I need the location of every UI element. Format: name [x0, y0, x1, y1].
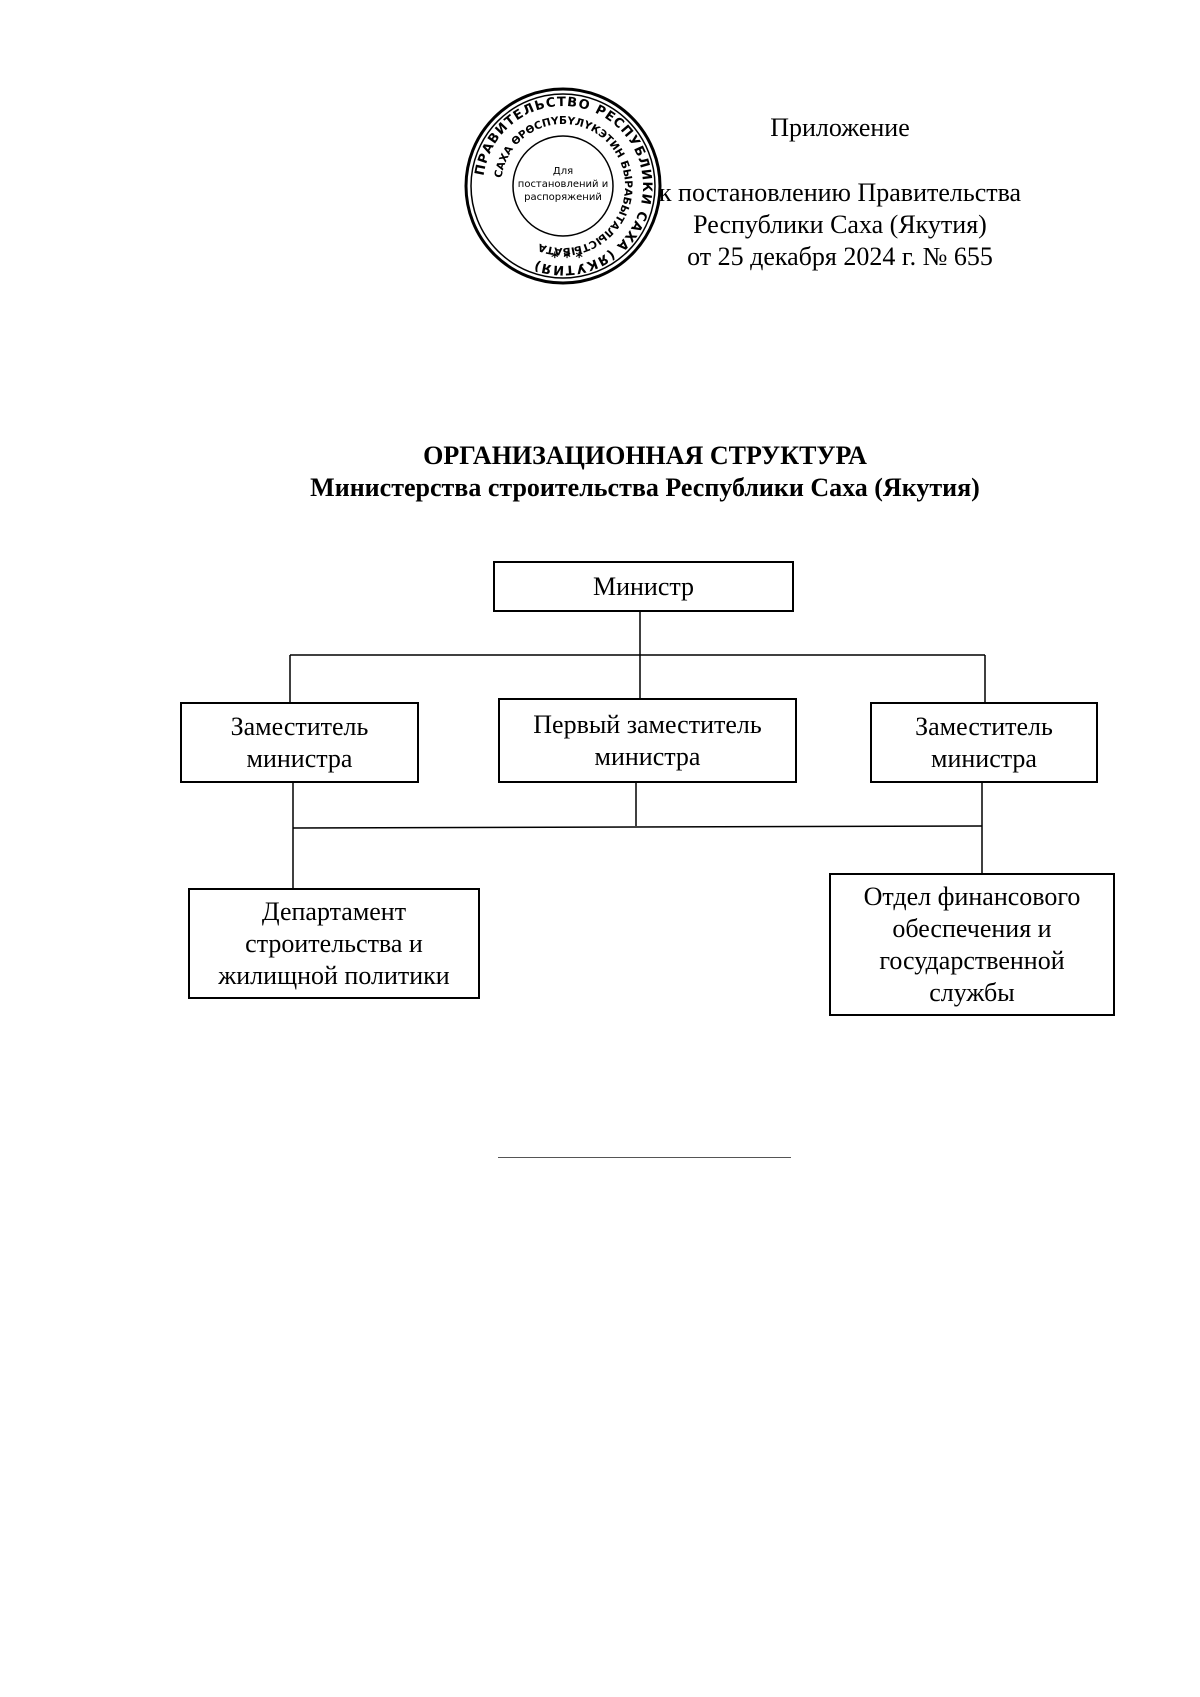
seal-center-line-2: постановлений и — [518, 179, 608, 190]
appendix-line-1: к постановлению Правительства — [658, 178, 1022, 207]
deputy-left-line-1: Заместитель — [230, 711, 369, 741]
minister-label: Министр — [592, 571, 695, 601]
finance-office-line-4: службы — [929, 977, 1015, 1007]
deputy-left-line-2: министра — [246, 743, 353, 773]
seal-graphic: ПРАВИТЕЛЬСТВО РЕСПУБЛИКИ САХА (ЯКУТИЯ) С… — [464, 87, 662, 285]
box-finance-office: Отдел финансового обеспечения и государс… — [829, 873, 1115, 1016]
document-title: ОРГАНИЗАЦИОННАЯ СТРУКТУРА — [423, 441, 867, 470]
first-deputy-line-1: Первый заместитель — [533, 709, 762, 739]
box-deputy-minister-left: Заместитель министра — [180, 702, 419, 783]
deputy-right-line-1: Заместитель — [915, 711, 1053, 741]
finance-office-line-3: государственной — [879, 945, 1065, 975]
seal-stars: * * * — [551, 250, 583, 266]
connector-level2-horizontal — [292, 825, 983, 829]
box-deputy-minister-right: Заместитель министра — [870, 702, 1098, 783]
department-line-1: Департамент — [261, 896, 407, 926]
box-first-deputy-minister: Первый заместитель министра — [498, 698, 797, 783]
first-deputy-line-2: министра — [594, 741, 701, 771]
department-line-2: строительства и — [245, 928, 423, 958]
department-line-3: жилищной политики — [218, 960, 450, 990]
seal-center-line-1: Для — [553, 166, 573, 177]
box-minister: Министр — [493, 561, 794, 612]
deputy-right-line-2: министра — [931, 743, 1037, 773]
finance-office-line-1: Отдел финансового — [863, 881, 1081, 911]
document-subtitle: Министерства строительства Республики Са… — [310, 473, 980, 502]
seal-center-line-3: распоряжений — [524, 192, 602, 203]
appendix-heading: Приложение — [770, 113, 910, 142]
appendix-block: Приложение к постановлению Правительства… — [640, 112, 1040, 273]
box-department-construction: Департамент строительства и жилищной пол… — [188, 888, 480, 999]
closing-rule — [498, 1157, 791, 1158]
finance-office-line-2: обеспечения и — [892, 913, 1052, 943]
appendix-line-2: Республики Саха (Якутия) — [693, 210, 987, 239]
appendix-line-3: от 25 декабря 2024 г. № 655 — [687, 242, 993, 271]
official-seal: ПРАВИТЕЛЬСТВО РЕСПУБЛИКИ САХА (ЯКУТИЯ) С… — [463, 86, 663, 286]
